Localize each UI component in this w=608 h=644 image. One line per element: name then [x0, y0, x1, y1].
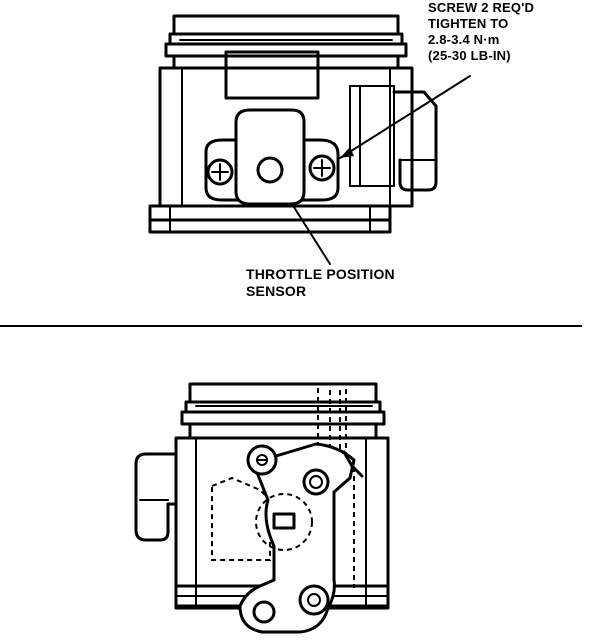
screw-leader-line — [339, 75, 471, 159]
lever-lower-hole-icon — [252, 600, 276, 624]
lever-stop-screw-icon — [302, 468, 330, 496]
screw-callout-line-2: TIGHTEN TO — [428, 16, 509, 31]
screw-torque-callout: SCREW 2 REQ'D TIGHTEN TO 2.8-3.4 N·m (25… — [428, 0, 534, 64]
screw-callout-line-4: (25-30 LB-IN) — [428, 48, 511, 63]
sensor-callout-line-1: THROTTLE POSITION — [246, 266, 395, 282]
screw-callout-line-3: 2.8-3.4 N·m — [428, 32, 500, 47]
bottom-throttle-body-view — [134, 382, 390, 634]
left-screw-icon — [206, 158, 234, 186]
top-throttle-body-view — [148, 14, 471, 265]
sensor-leader-line — [291, 203, 331, 265]
sensor-callout-line-2: SENSOR — [246, 283, 307, 299]
screw-callout-line-1: SCREW 2 REQ'D — [428, 0, 535, 15]
lever-right-stud-icon — [298, 584, 330, 616]
pivot-screw-icon — [246, 444, 278, 476]
right-screw-icon — [308, 154, 336, 182]
throttle-position-sensor-callout: THROTTLE POSITION SENSOR — [246, 266, 395, 300]
